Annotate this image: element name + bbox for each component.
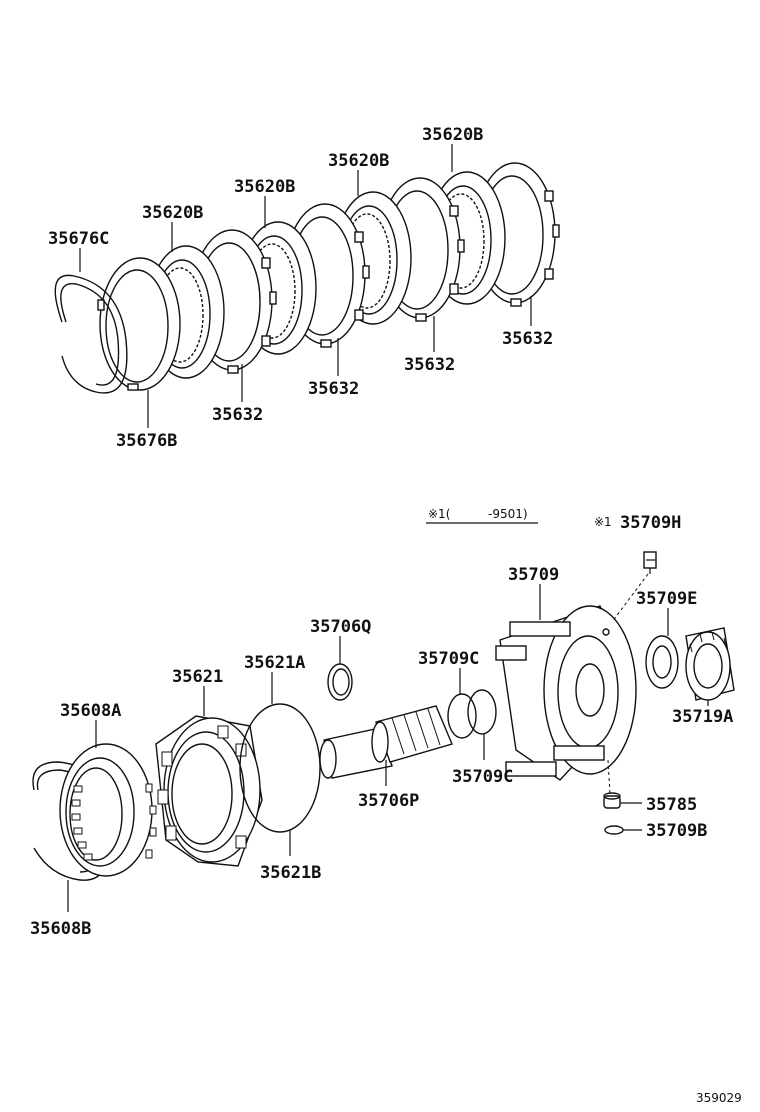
label-35608B: 35608B: [30, 919, 91, 939]
clutch-drum: [155, 715, 263, 867]
label-35706Q: 35706Q: [310, 617, 371, 637]
label-35632-2: 35632: [308, 379, 359, 399]
note-mark: ※1(: [428, 507, 450, 521]
clutch-hub: [495, 605, 637, 781]
figure-code: 359029: [696, 1091, 742, 1105]
thrust-washer: [645, 635, 679, 689]
label-35719A: 35719A: [672, 707, 733, 727]
label-35709: 35709: [508, 565, 559, 585]
label-35621: 35621: [172, 667, 223, 687]
snap-ring: [54, 274, 128, 394]
label-35709C-2: 35709C: [452, 767, 513, 787]
check-ball: [603, 792, 621, 809]
label-35709H-mark: ※1: [594, 515, 612, 529]
applicability-note: ※1( -9501): [426, 507, 538, 524]
note-range: -9501): [488, 507, 528, 521]
label-35632-4: 35632: [502, 329, 553, 349]
label-35608A: 35608A: [60, 701, 121, 721]
one-way-clutch: [59, 743, 157, 877]
label-35621B: 35621B: [260, 863, 321, 883]
small-o-ring: [604, 825, 624, 835]
label-35620B-3: 35620B: [328, 151, 389, 171]
input-shaft: [319, 705, 453, 779]
label-35676B: 35676B: [116, 431, 177, 451]
label-35709C-1: 35709C: [418, 649, 479, 669]
seal-rings-35709C: [447, 689, 497, 739]
label-35632-3: 35632: [404, 355, 455, 375]
seal-ring-35706Q: [327, 663, 353, 701]
bleed-bolt: [643, 551, 657, 574]
label-35620B-4: 35620B: [422, 125, 483, 145]
label-35785: 35785: [646, 795, 697, 815]
label-35706P: 35706P: [358, 791, 419, 811]
label-35620B-2: 35620B: [234, 177, 295, 197]
label-35620B-1: 35620B: [142, 203, 203, 223]
o-ring: [239, 703, 321, 833]
label-35676C: 35676C: [48, 229, 109, 249]
flange-plate: [97, 257, 181, 391]
clutch-pack: [54, 144, 560, 428]
label-35709H: 35709H: [620, 513, 681, 533]
label-35709E: 35709E: [636, 589, 697, 609]
label-35621A: 35621A: [244, 653, 305, 673]
label-35709B: 35709B: [646, 821, 707, 841]
label-35632-1: 35632: [212, 405, 263, 425]
needle-bearing: [685, 627, 735, 701]
